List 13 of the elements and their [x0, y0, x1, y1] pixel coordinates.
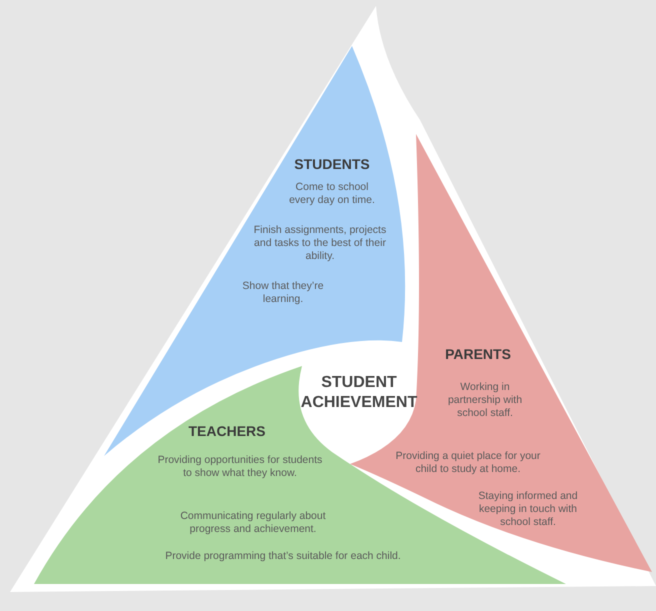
body-text: Come to school every day on time.	[288, 181, 376, 207]
body-text: Providing a quiet place for your child to study at home.	[394, 450, 542, 476]
body-text: Finish assignments, projects and tasks to the best of their ability.	[252, 224, 388, 263]
section-heading: PARENTS	[444, 345, 512, 363]
body-text: Communicating regularly about progress and achievement.	[179, 510, 327, 536]
section-heading: STUDENTS	[293, 155, 371, 173]
section-heading: TEACHERS	[187, 422, 266, 440]
body-text: Show that they’re learning.	[241, 280, 325, 306]
body-text: Provide programming that’s suitable for each child.	[164, 550, 402, 563]
center-title: STUDENT ACHIEVEMENT	[300, 373, 418, 413]
body-text: Staying informed and keeping in touch with school staff.	[477, 490, 579, 529]
body-text: Working in partnership with school staff.	[446, 381, 524, 420]
body-text: Providing opportunities for students to show what they know.	[156, 454, 324, 480]
